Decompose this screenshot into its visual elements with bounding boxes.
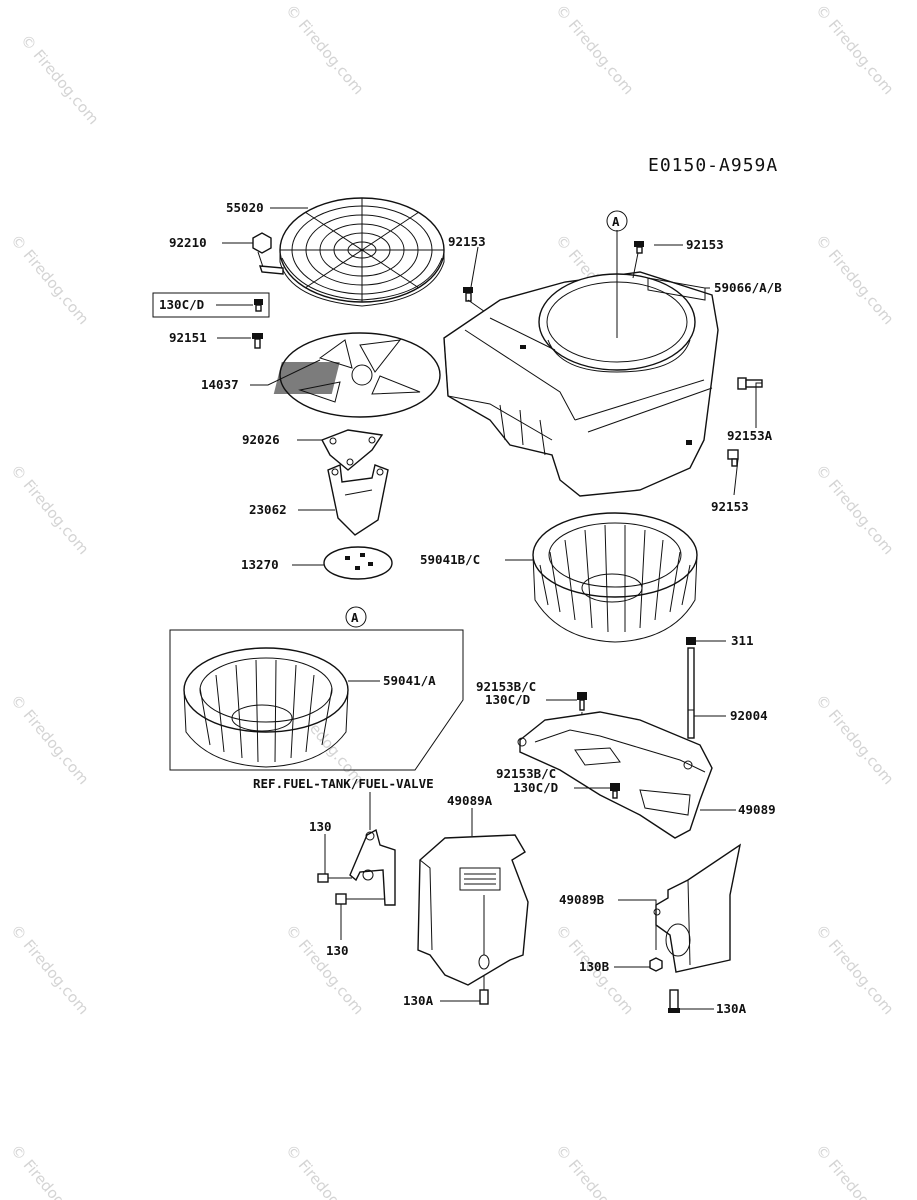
label-92004: 92004 [730, 708, 768, 723]
watermark: © Firedog.com [812, 921, 897, 1018]
cover-49089a [417, 834, 529, 986]
watermark: © Firedog.com [812, 1141, 897, 1200]
stud-92004 [686, 637, 696, 739]
screw-130a-left [479, 975, 489, 1005]
callout-a-label: A [612, 214, 620, 229]
cooling-fan-59041bc [532, 512, 698, 643]
fan-cover-14037 [273, 332, 441, 418]
label-130b: 130B [579, 959, 610, 974]
label-92153bc-upper: 92153B/C [476, 679, 536, 694]
watermark: © Firedog.com [7, 691, 92, 788]
diagram-code: E0150-A959A [648, 155, 778, 176]
screw-92153-right [727, 449, 739, 467]
watermark: © Firedog.com [7, 921, 92, 1018]
plate-13270 [323, 546, 393, 580]
watermark: © Firedog.com [812, 461, 897, 558]
label-55020: 55020 [226, 200, 264, 215]
watermark: © Firedog.com [812, 691, 897, 788]
screw-92151 [252, 333, 263, 349]
watermark: © Firedog.com [812, 1, 897, 98]
label-311: 311 [731, 633, 754, 648]
label-ref-fuel-tank: REF.FUEL-TANK/FUEL-VALVE [253, 776, 434, 791]
watermark: © Firedog.com [282, 1, 367, 98]
label-92210: 92210 [169, 235, 207, 250]
watermark: © Firedog.com [812, 231, 897, 328]
callout-a-top: A [606, 210, 628, 232]
cooling-fan-59041a [169, 629, 464, 771]
label-130cd-upper: 130C/D [485, 692, 530, 707]
label-92153bc-lower: 92153B/C [496, 766, 556, 781]
label-49089: 49089 [738, 802, 776, 817]
label-130-lower: 130 [326, 943, 349, 958]
bracket-23062 [327, 463, 389, 536]
fuel-valve-bracket [317, 828, 396, 906]
label-92153-right: 92153 [711, 499, 749, 514]
watermark: © Firedog.com [282, 1141, 367, 1200]
screw-130cd-boxed [152, 292, 270, 318]
label-49089a: 49089A [447, 793, 493, 808]
watermark: © Firedog.com [282, 921, 367, 1018]
callout-a-middle: A [345, 606, 367, 628]
part-labels: 55020 92210 92153 130C/D 92151 14037 920… [159, 200, 782, 1016]
label-59041bc: 59041B/C [420, 552, 480, 567]
label-92026: 92026 [242, 432, 280, 447]
leader-lines [216, 207, 762, 1010]
plate-92026 [321, 429, 384, 471]
screw-130a-right [668, 989, 680, 1013]
screw-92153bc-lower [610, 783, 620, 799]
label-92153-housing: 92153 [686, 237, 724, 252]
label-92151: 92151 [169, 330, 207, 345]
watermark: © Firedog.com [552, 1, 637, 98]
baffle-49089 [517, 711, 713, 839]
label-13270: 13270 [241, 557, 279, 572]
screw-92153-housing [632, 241, 644, 279]
label-130a-left: 130A [403, 993, 434, 1008]
callout-a-label: A [351, 610, 359, 625]
label-59041a: 59041/A [383, 673, 436, 688]
label-59066: 59066/A/B [714, 280, 782, 295]
label-14037: 14037 [201, 377, 239, 392]
recoil-screen-55020 [279, 197, 445, 307]
watermark-layer: © Firedog.com © Firedog.com © Firedog.co… [7, 1, 897, 1200]
label-130cd-lower: 130C/D [513, 780, 558, 795]
blower-housing [443, 230, 719, 497]
watermark: © Firedog.com [7, 1141, 92, 1200]
label-23062: 23062 [249, 502, 287, 517]
label-130a-right: 130A [716, 1001, 747, 1016]
watermark: © Firedog.com [7, 461, 92, 558]
nut-130b [649, 957, 663, 972]
watermark: © Firedog.com [552, 1141, 637, 1200]
label-130-upper: 130 [309, 819, 332, 834]
label-92153-top: 92153 [448, 234, 486, 249]
bolt-92210 [252, 232, 284, 275]
watermark: © Firedog.com [7, 231, 92, 328]
label-130cd-boxed: 130C/D [159, 297, 204, 312]
label-92153a: 92153A [727, 428, 773, 443]
watermark: © Firedog.com [17, 31, 102, 128]
label-49089b: 49089B [559, 892, 605, 907]
shield-49089b [653, 843, 742, 973]
